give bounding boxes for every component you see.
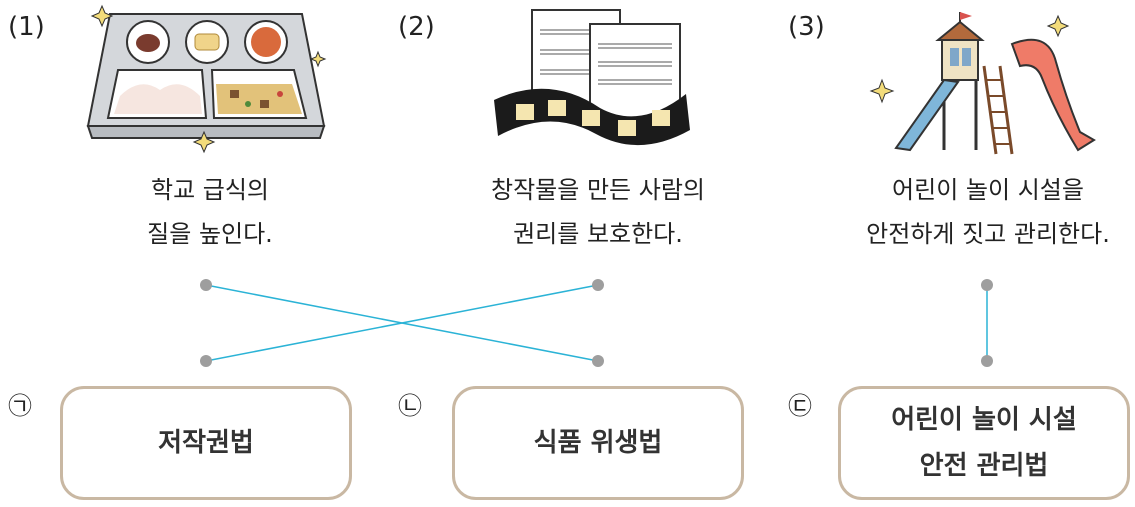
- item-description-3-line1: 어린이 놀이 시설을: [892, 176, 1084, 204]
- item-description-1-line2: 질을 높인다.: [147, 220, 273, 248]
- law-box-food-sanitation[interactable]: 식품 위생법: [452, 386, 744, 500]
- item-number-2: (2): [398, 12, 435, 42]
- law-box-copyright[interactable]: 저작권법: [60, 386, 352, 500]
- school-lunch-tray-illustration: [86, 4, 327, 154]
- law-box-food-sanitation-label: 식품 위생법: [533, 428, 663, 458]
- item-number-3: (3): [788, 12, 825, 42]
- item-description-1: 학교 급식의 질을 높인다.: [30, 168, 390, 256]
- item-description-1-line1: 학교 급식의: [150, 176, 270, 204]
- law-marker-c: ㉢: [788, 392, 812, 420]
- connection-line-2-to-a: [205, 284, 599, 362]
- playground-slide-illustration: [869, 12, 1096, 155]
- law-box-playground-safety-line1: 어린이 놀이 시설: [891, 405, 1077, 435]
- law-box-playground-safety[interactable]: 어린이 놀이 시설 안전 관리법: [838, 386, 1130, 500]
- item-description-2-line1: 창작물을 만든 사람의: [491, 176, 705, 204]
- item-description-3: 어린이 놀이 시설을 안전하게 짓고 관리한다.: [808, 168, 1135, 256]
- item-description-2: 창작물을 만든 사람의 권리를 보호한다.: [418, 168, 778, 256]
- law-box-copyright-label: 저작권법: [158, 428, 254, 458]
- item-number-1: (1): [8, 12, 45, 42]
- law-box-playground-safety-line2: 안전 관리법: [919, 451, 1049, 481]
- law-marker-b: ㉡: [398, 392, 422, 420]
- item-description-2-line2: 권리를 보호한다.: [513, 220, 683, 248]
- law-dot-b[interactable]: [592, 355, 604, 367]
- sheet-music-film-illustration: [494, 9, 690, 146]
- law-dot-a[interactable]: [200, 355, 212, 367]
- law-marker-a: ㉠: [8, 392, 32, 420]
- item-dot-3[interactable]: [981, 279, 993, 291]
- law-dot-c[interactable]: [981, 355, 993, 367]
- item-dot-1[interactable]: [200, 279, 212, 291]
- item-dot-2[interactable]: [592, 279, 604, 291]
- item-description-3-line2: 안전하게 짓고 관리한다.: [866, 220, 1110, 248]
